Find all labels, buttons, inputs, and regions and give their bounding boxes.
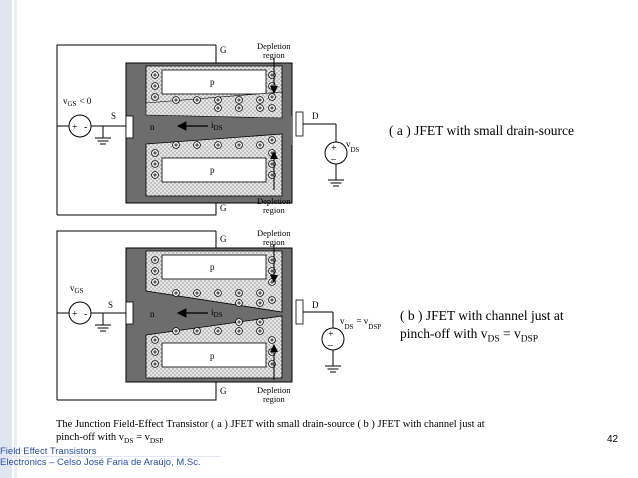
source-label-a: S — [111, 111, 116, 121]
drain-label-a: D — [312, 111, 319, 121]
figure-caption-line1: The Junction Field-Effect Transistor ( a… — [56, 419, 485, 430]
caption-b: ( b ) JFET with channel just at pinch-of… — [400, 307, 564, 349]
caption-b-line2: pinch-off with vDS = vDSP — [400, 326, 539, 345]
depletion-label-top-b: Depletion — [257, 228, 291, 238]
caption-a: ( a ) JFET with small drain-source — [389, 123, 574, 138]
figure-caption: The Junction Field-Effect Transistor ( a… — [56, 418, 576, 447]
vgs-label-a: vGS< 0 — [63, 96, 92, 108]
n-label-b: n — [150, 309, 155, 319]
depletion-label-bottom-b: Depletion — [257, 385, 291, 395]
source-contact-a — [125, 115, 134, 139]
footer-divider — [0, 456, 220, 457]
p-label-bottom-a: p — [210, 165, 215, 175]
source-contact-b — [125, 301, 134, 325]
footer-course: Field Effect Transistors — [0, 446, 97, 457]
drain-contact-a — [295, 111, 304, 137]
p-region-top-a — [161, 69, 267, 95]
drain-label-b: D — [312, 300, 319, 310]
drain-contact-b — [295, 299, 304, 325]
gate-label-bottom-a: G — [220, 203, 227, 213]
p-region-bottom-b — [161, 342, 267, 368]
depletion-label-top-a: Depletion — [257, 41, 291, 51]
p-region-top-b — [161, 254, 267, 280]
slide-footer: Field Effect Transistors Electronics – C… — [0, 446, 201, 468]
depletion-label-bottom-a-2: region — [263, 205, 285, 215]
source-label-b: S — [108, 300, 113, 310]
current-label-b: iDS — [211, 307, 223, 319]
page-number: 42 — [607, 434, 619, 445]
vgs-plus-a: + — [72, 122, 78, 133]
vds-plus-a: + — [331, 143, 337, 154]
p-label-top-b: p — [210, 262, 215, 272]
vgs-minus-a: - — [84, 122, 87, 133]
gate-label-bottom-b: G — [220, 386, 227, 396]
vgs-minus-b: - — [84, 309, 87, 320]
gate-wire-bottom-a — [57, 203, 217, 216]
gate-label-top-a: G — [220, 45, 227, 55]
p-label-bottom-b: p — [210, 351, 215, 361]
n-label-a: n — [150, 122, 155, 132]
footer-author: Electronics – Celso José Faria de Araújo… — [0, 457, 201, 468]
vds-minus-b: – — [327, 340, 334, 351]
vds-plus-b: + — [328, 329, 334, 340]
vgs-plus-b: + — [72, 309, 78, 320]
gate-label-top-b: G — [220, 234, 227, 244]
gate-wire-a — [56, 44, 216, 215]
slide-sidebar-stripe-thin — [14, 0, 17, 478]
vds-label-a: vDS — [346, 139, 360, 154]
jfet-diagram-b: G G Depletion region Depletion region p … — [56, 228, 381, 404]
slide-sidebar-stripe — [0, 0, 12, 478]
p-label-top-a: p — [210, 77, 215, 87]
depletion-label-bottom-b-2: region — [263, 394, 285, 404]
depletion-label-bottom-a: Depletion — [257, 196, 291, 206]
figure-caption-line2: pinch-off with vDS = vDSP — [56, 432, 164, 446]
vgs-label-b: vGS — [70, 283, 84, 295]
vds-label-b: vDS= vDSP — [340, 316, 381, 331]
current-label-a: iDS — [211, 120, 223, 132]
depletion-label-top-a-2: region — [263, 50, 285, 60]
depletion-label-top-b-2: region — [263, 237, 285, 247]
vds-minus-a: – — [330, 154, 337, 165]
p-region-bottom-a — [161, 157, 267, 183]
caption-b-line1: ( b ) JFET with channel just at — [400, 308, 564, 323]
jfet-diagram-a: G G Depletion region Depletion region p … — [56, 41, 360, 216]
